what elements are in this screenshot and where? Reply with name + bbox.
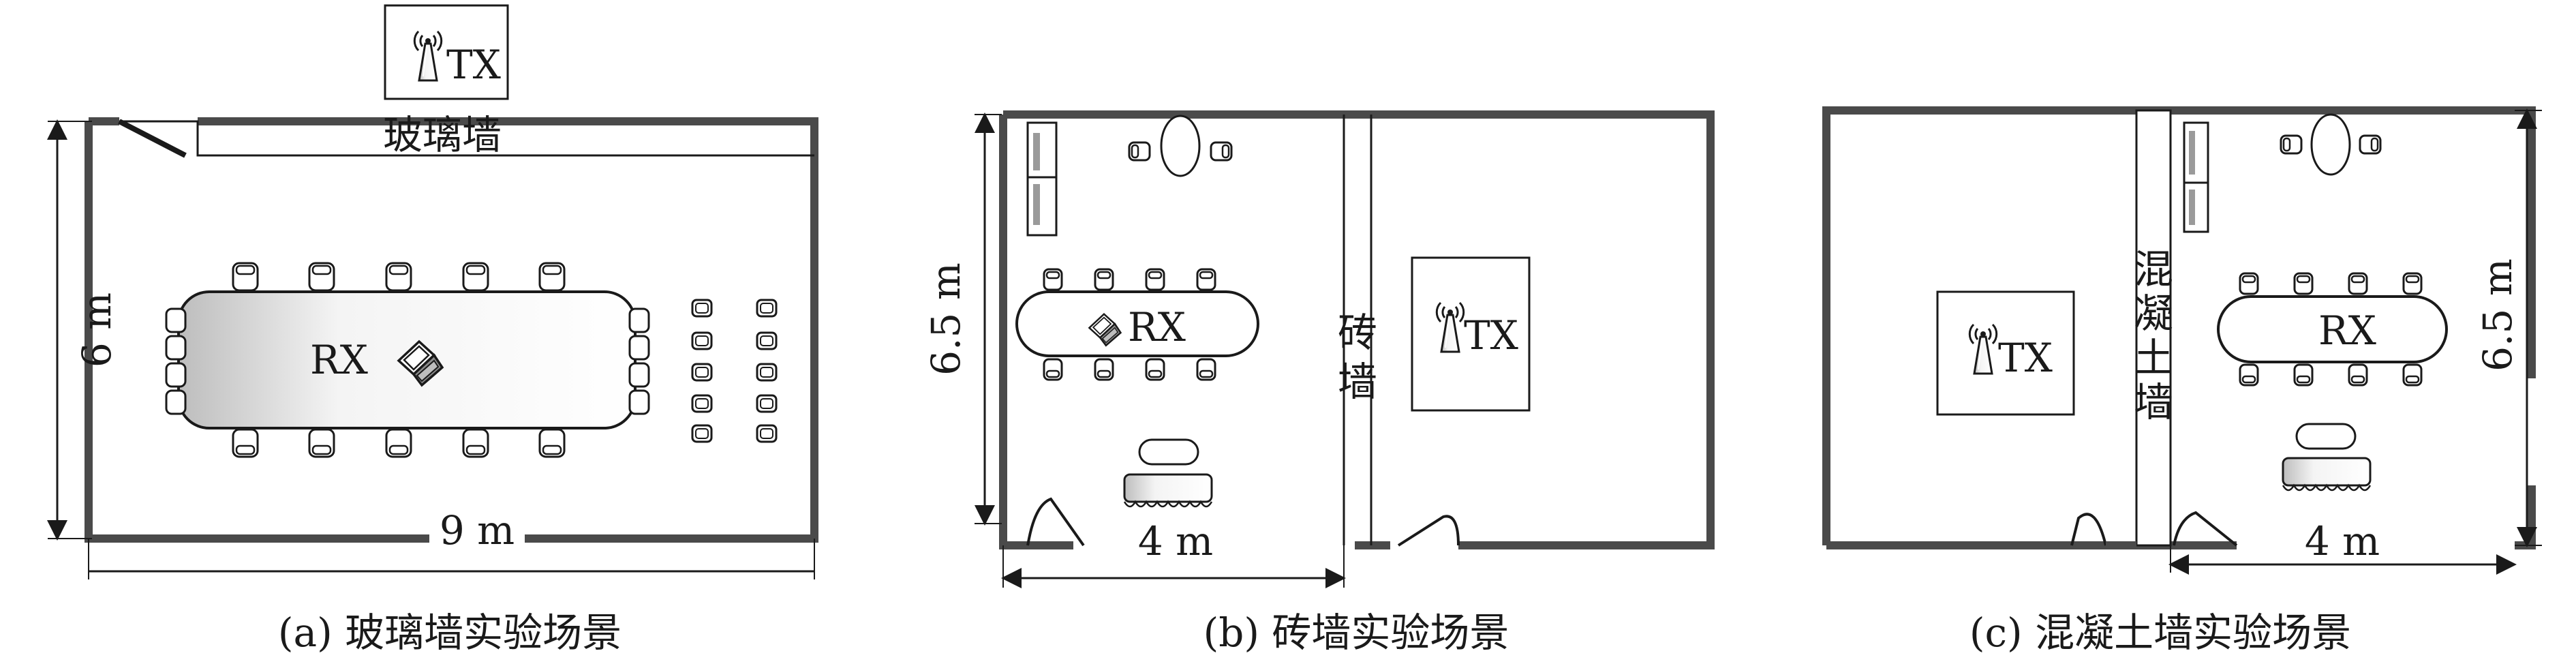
caption-b: (b) 砖墙实验场景 [1203,609,1509,656]
stools-a [691,299,778,443]
tx-label-c: TX [1998,335,2053,381]
door-c-right [2173,511,2238,547]
concrete-wall-c [2135,109,2172,547]
sofa-b [1123,473,1213,503]
side-table-b [1138,438,1199,466]
tx-label-a: TX [446,42,502,88]
chairs-bottom-a [232,428,566,458]
rx-label-b: RX [1128,304,1186,350]
door-a [118,119,187,158]
side-table-c [2295,423,2357,450]
width-label-c: 4 m [2305,518,2380,564]
height-label-b: 6.5 m [923,262,969,376]
width-label-b: 4 m [1138,518,1213,564]
sofa-c [2282,457,2372,487]
tx-box-b [1411,256,1531,412]
chairs-top-a [232,262,566,292]
small-table-b [1160,115,1201,177]
conference-table-b [1015,290,1259,357]
brick-wall-label-1: 砖 [1338,310,1377,356]
rx-label-a: RX [310,337,369,383]
door-b-left [1026,497,1085,547]
rx-label-c: RX [2318,307,2377,354]
height-label-a: 6 m [74,292,120,367]
door-b-right [1397,515,1460,547]
cabinet-b [1026,121,1058,179]
small-table-c [2310,113,2351,176]
height-label-c: 6.5 m [2474,258,2521,372]
glass-wall-a [89,120,814,157]
concrete-wall-label-4: 墙 [2134,379,2173,425]
brick-wall-label-2: 墙 [1338,359,1377,405]
panel-b: RX 砖 墙 TX 6.5 m 4 m (b) 砖墙实验场景 [923,110,1715,656]
width-label-a: 9 m [440,507,515,554]
tx-box-c [1936,290,2075,416]
caption-a: (a) 玻璃墙实验场景 [278,609,622,656]
door-c-left [2070,513,2107,546]
glass-wall-label: 玻璃墙 [383,112,502,158]
tx-label-b: TX [1464,312,1519,359]
panel-c: TX 混 凝 土 墙 RX [1822,106,2542,656]
concrete-wall-label-1: 混 [2134,246,2173,292]
concrete-wall-label-2: 凝 [2134,290,2173,337]
conference-table-c [2217,295,2448,363]
panel-a: TX 玻璃墙 6 m 9 m [47,4,818,656]
concrete-wall-label-3: 土 [2134,335,2173,381]
caption-c: (c) 混凝土墙实验场景 [1969,609,2351,656]
cabinet-c [2183,121,2209,184]
tx-box-a [384,4,509,100]
